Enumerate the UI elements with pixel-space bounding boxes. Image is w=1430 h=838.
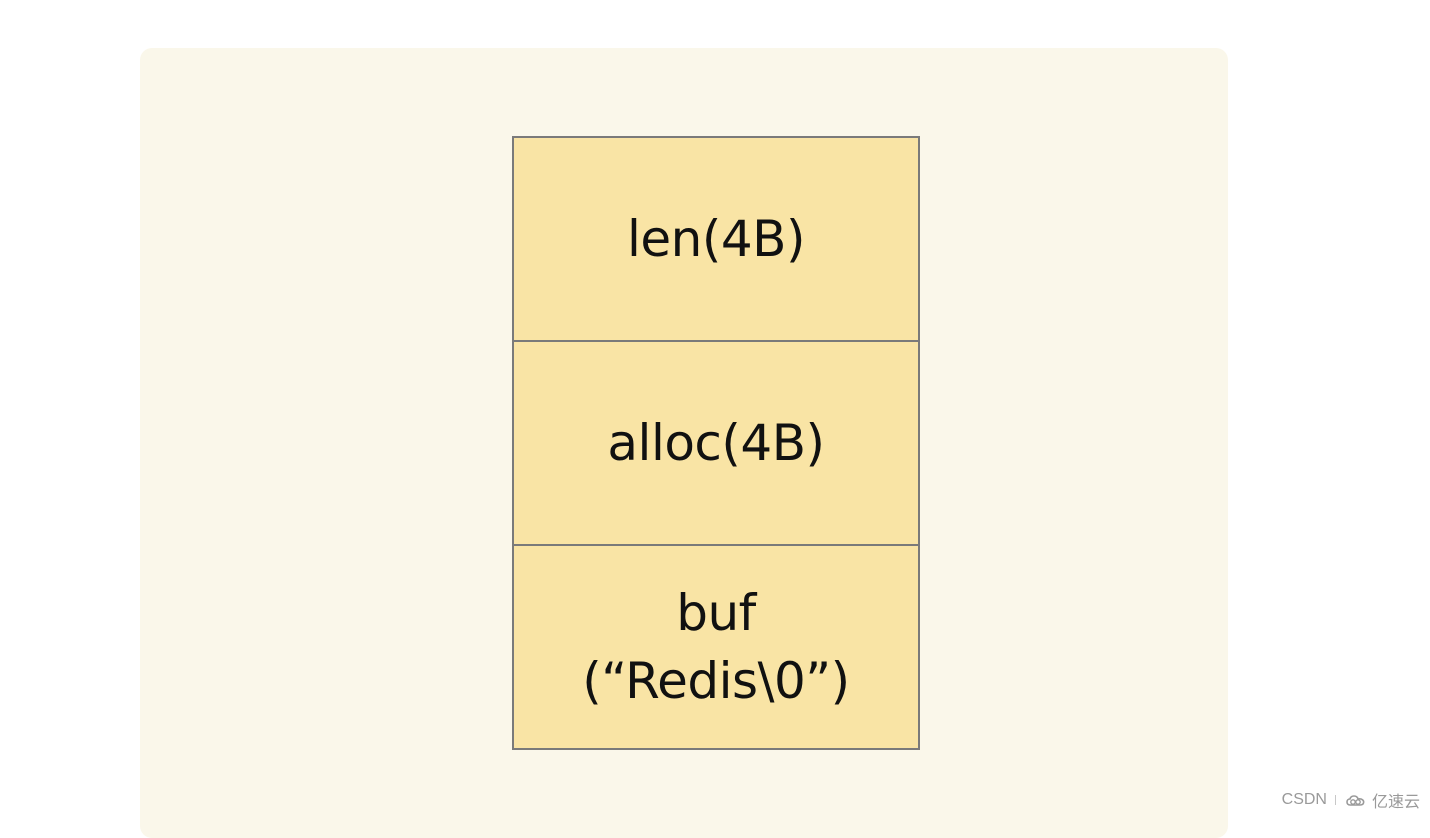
- watermark-separator: [1335, 795, 1336, 805]
- watermark-brand-logo: 亿速云: [1344, 788, 1420, 812]
- watermark-source: CSDN: [1282, 791, 1327, 809]
- cloud-logo-icon: [1344, 792, 1368, 808]
- len-field-cell: len(4B): [514, 138, 918, 340]
- sds-struct-diagram: len(4B) alloc(4B) buf (“Redis\0”): [512, 136, 920, 750]
- watermark: CSDN 亿速云: [1282, 788, 1420, 812]
- alloc-field-cell: alloc(4B): [514, 340, 918, 544]
- buf-field-cell: buf (“Redis\0”): [514, 544, 918, 748]
- watermark-brand: 亿速云: [1372, 788, 1420, 812]
